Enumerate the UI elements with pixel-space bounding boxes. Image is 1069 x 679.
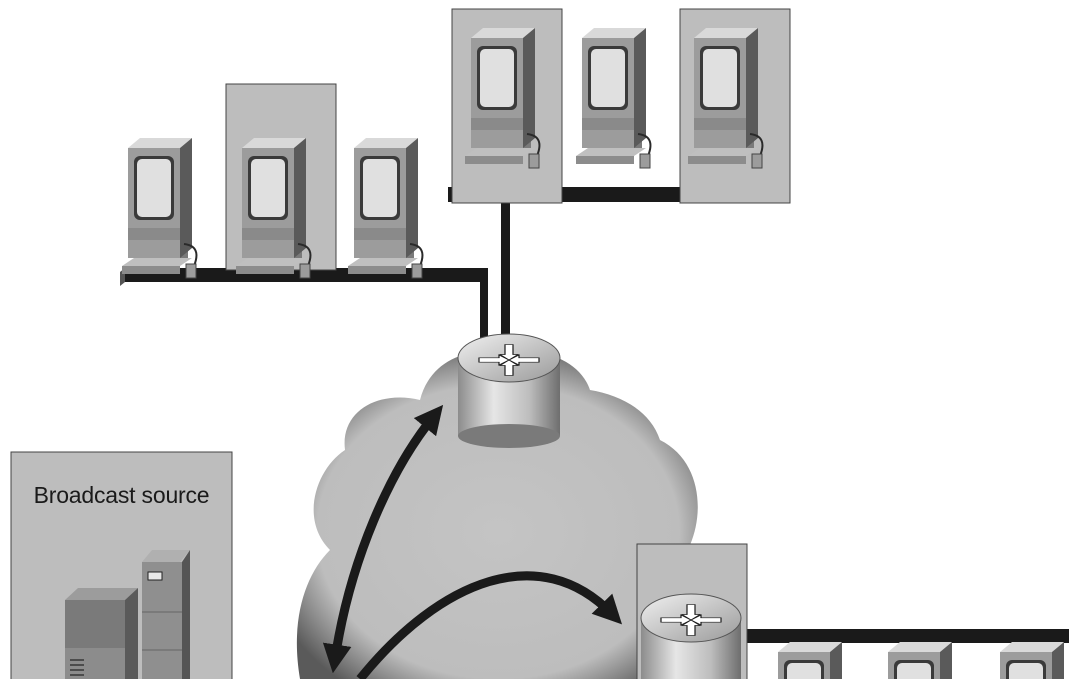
workstation-icon <box>576 28 650 168</box>
broadcast-source-label: Broadcast source <box>11 482 232 509</box>
workstation-icon <box>348 138 422 278</box>
router-icon <box>458 334 560 448</box>
workstation-icon <box>465 28 539 168</box>
lan-segment-right <box>740 629 1069 643</box>
workstation-icon <box>122 138 196 278</box>
workstation-icon <box>778 642 842 679</box>
lan-segment-left <box>120 268 488 348</box>
workstation-icon <box>1000 642 1064 679</box>
lan-segment-top <box>448 187 790 348</box>
workstation-icon <box>888 642 952 679</box>
workstation-icon <box>236 138 310 278</box>
workstation-icon <box>688 28 762 168</box>
router-icon <box>641 594 741 679</box>
